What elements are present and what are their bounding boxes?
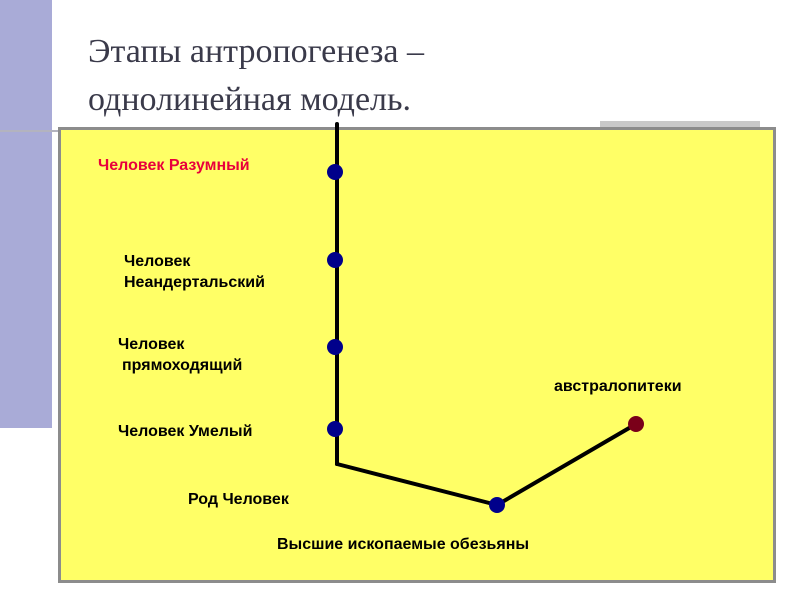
label-sapiens: Человек Разумный (98, 157, 250, 174)
right-decorative-accent (600, 121, 760, 129)
label-erectus-line-1: Человек (118, 336, 185, 353)
label-neanderthal-line-2: Неандертальский (124, 274, 265, 291)
node-habilis (327, 421, 343, 437)
left-decorative-bar (0, 0, 52, 428)
label-erectus: Человек прямоходящий (118, 334, 242, 376)
diagram-panel (58, 127, 776, 583)
label-fossil-apes: Высшие ископаемые обезьяны (277, 536, 530, 553)
node-fossil-apes (489, 497, 505, 513)
label-homo-genus: Род Человек (188, 491, 289, 508)
slide-title-line-2: однолинейная модель. (88, 81, 412, 118)
label-australopithecus: австралопитеки (554, 378, 682, 395)
homo-branch-line (335, 462, 499, 507)
node-neanderthal (327, 252, 343, 268)
slide-title: Этапы антропогенеза – однолинейная модел… (88, 28, 648, 124)
node-erectus (327, 339, 343, 355)
label-neanderthal-line-1: Человек (124, 253, 191, 270)
slide-title-line-1: Этапы антропогенеза – (88, 33, 424, 70)
label-neanderthal: Человек Неандертальский (124, 251, 265, 293)
australopithecus-branch-line (495, 422, 638, 507)
label-erectus-line-2: прямоходящий (122, 357, 243, 374)
label-habilis: Человек Умелый (118, 423, 253, 440)
node-sapiens (327, 164, 343, 180)
node-australopithecus (628, 416, 644, 432)
